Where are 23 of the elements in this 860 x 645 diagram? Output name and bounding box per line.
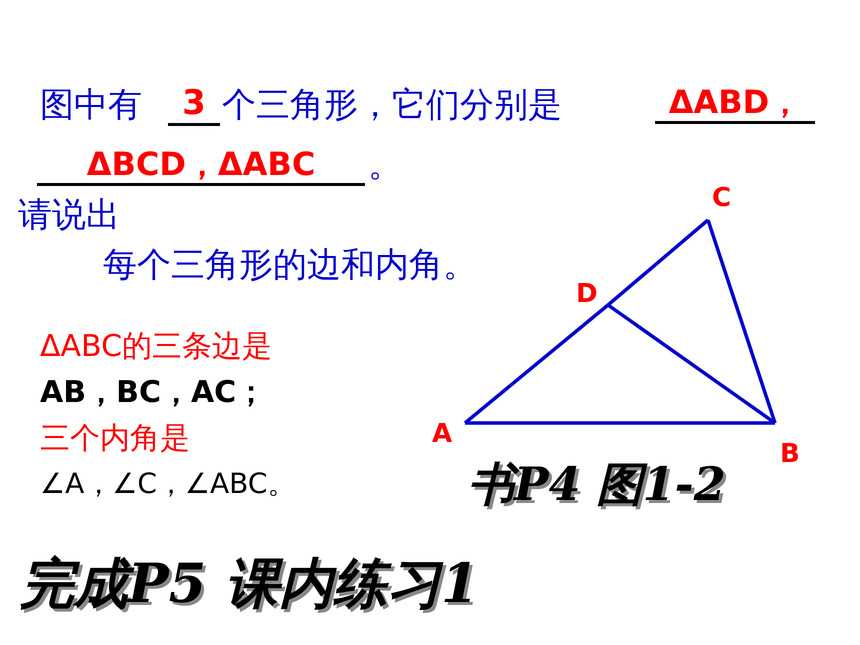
vertex-label: B [780, 440, 800, 470]
sentence-text: 个三角形，它们分别是 [222, 86, 562, 126]
answer-text: ΔABC的三条边是 [40, 330, 272, 364]
triangle-side [706, 219, 777, 424]
answer-text: AB，BC，AC； [40, 376, 266, 410]
triangle-side [464, 304, 610, 424]
triangle-side [606, 218, 710, 306]
vertex-label: D [576, 280, 598, 310]
figure-reference: 书P4 图1-2 [468, 458, 726, 511]
sentence-text: 图中有 [40, 86, 142, 126]
triangle-side [607, 304, 776, 424]
exercise-heading: 完成P5 课内练习1 [20, 552, 479, 614]
answer-text: 3 [168, 84, 220, 126]
answer-text: ΔBCD，ΔABC [37, 146, 365, 186]
instruction-text: 请说出 [18, 196, 120, 236]
answer-text: ΔABD， [655, 84, 815, 124]
vertex-label: A [432, 420, 452, 450]
answer-text: 三个内角是 [40, 422, 190, 456]
instruction-text: 每个三角形的边和内角。 [103, 246, 477, 286]
triangle-side [465, 421, 775, 425]
answer-text: ∠A，∠C，∠ABC。 [40, 468, 296, 500]
vertex-label: C [712, 184, 732, 214]
sentence-text: 。 [368, 146, 402, 186]
